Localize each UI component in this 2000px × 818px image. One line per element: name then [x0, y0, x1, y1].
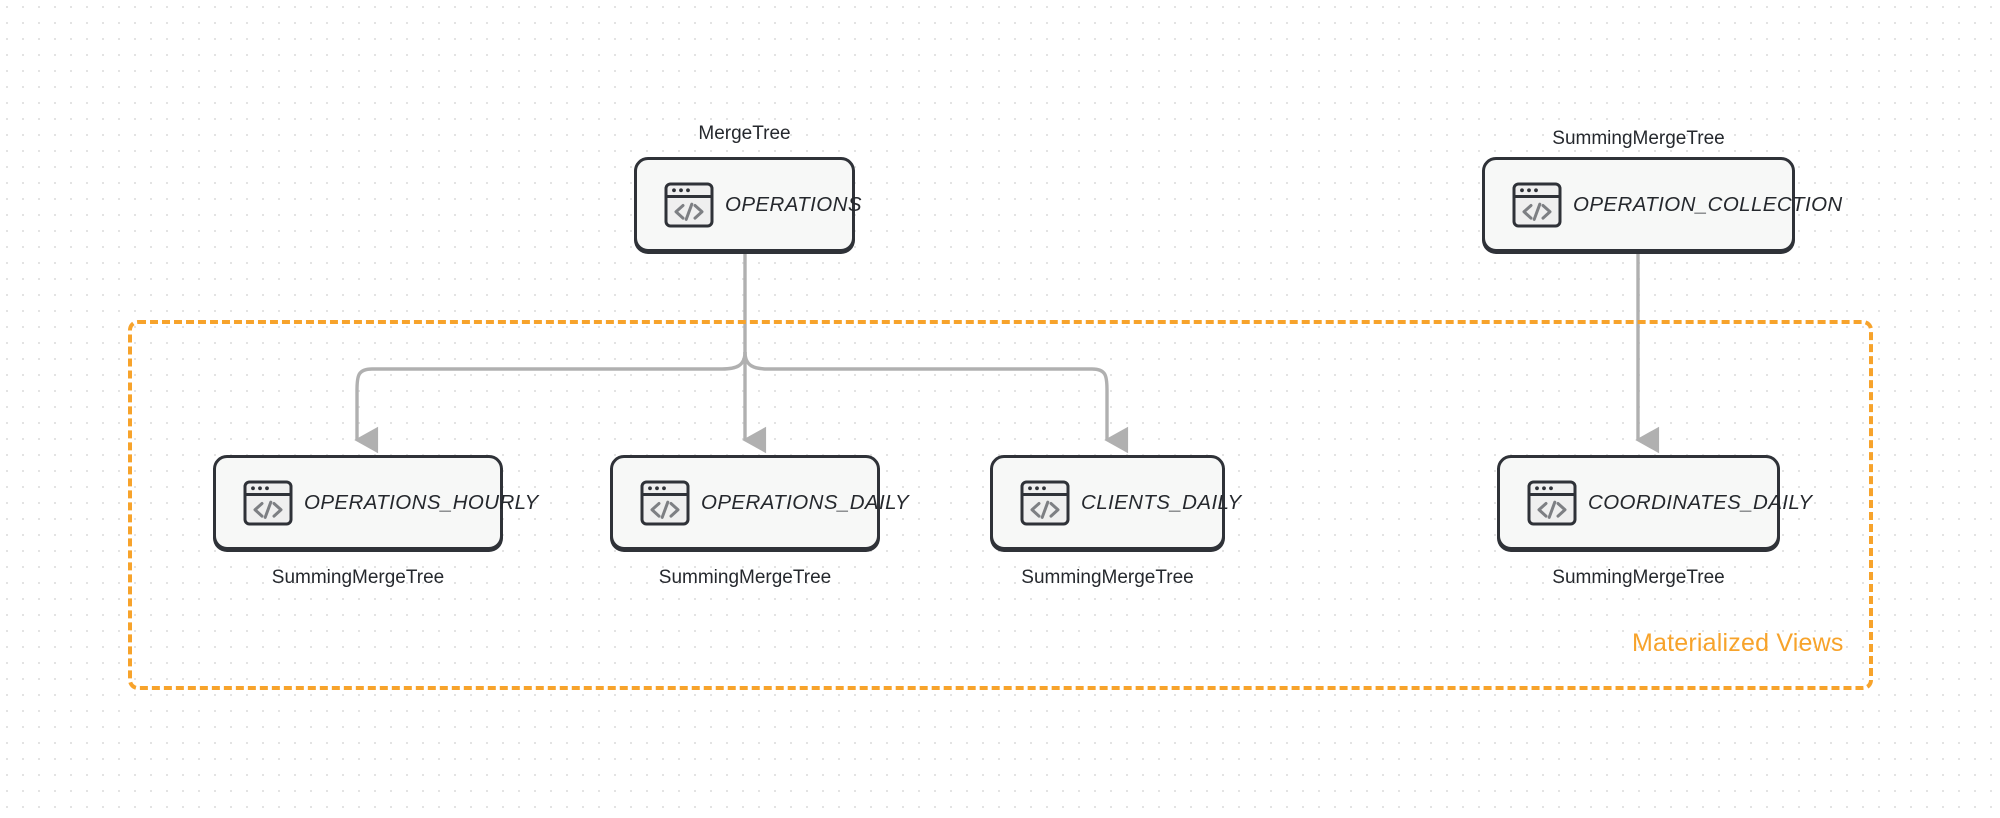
code-window-icon — [243, 480, 293, 525]
engine-caption-operation-collection: SummingMergeTree — [1552, 128, 1725, 149]
node-title-coordinates-daily: COORDINATES_DAILY — [1588, 490, 1813, 514]
code-window-icon — [1512, 182, 1562, 227]
node-title-operation-collection: OPERATION_COLLECTION — [1573, 192, 1843, 216]
code-window-icon — [1527, 480, 1577, 525]
node-coordinates-daily[interactable]: COORDINATES_DAILY — [1497, 455, 1812, 550]
node-clients-daily[interactable]: CLIENTS_DAILY — [990, 455, 1241, 550]
engine-caption-operations-hourly: SummingMergeTree — [271, 567, 445, 588]
engine-caption-clients-daily: SummingMergeTree — [1021, 567, 1194, 588]
materialized-views-label: Materialized Views — [1632, 629, 1844, 657]
node-title-operations-daily: OPERATIONS_DAILY — [701, 490, 910, 514]
node-operations-daily[interactable]: OPERATIONS_DAILY — [610, 455, 909, 550]
engine-caption-operations-daily: SummingMergeTree — [658, 567, 832, 588]
node-operations-hourly[interactable]: OPERATIONS_HOURLY — [213, 455, 538, 550]
node-operation-collection[interactable]: OPERATION_COLLECTION — [1482, 157, 1842, 252]
engine-caption-coordinates-daily: SummingMergeTree — [1552, 567, 1725, 588]
node-operations[interactable]: OPERATIONS — [634, 157, 861, 252]
code-window-icon — [1020, 480, 1070, 525]
node-title-clients-daily: CLIENTS_DAILY — [1081, 490, 1242, 514]
materialized-views-group — [128, 320, 1873, 690]
engine-caption-operations: MergeTree — [698, 123, 791, 144]
node-title-operations-hourly: OPERATIONS_HOURLY — [304, 490, 539, 514]
node-title-operations: OPERATIONS — [725, 192, 862, 216]
code-window-icon — [640, 480, 690, 525]
code-window-icon — [664, 182, 714, 227]
